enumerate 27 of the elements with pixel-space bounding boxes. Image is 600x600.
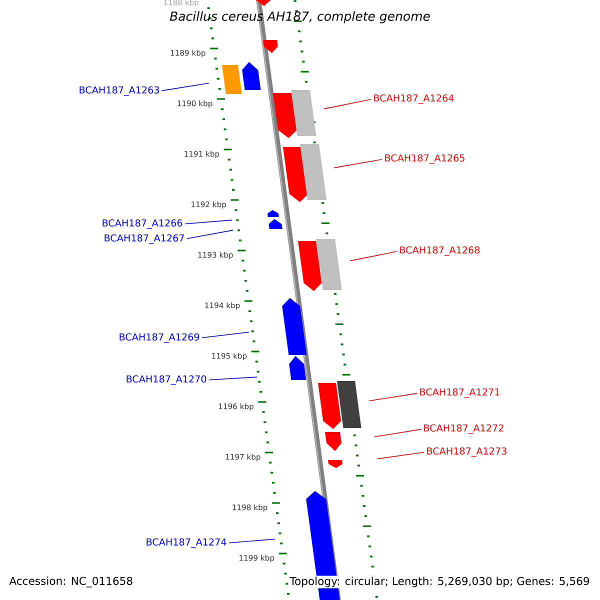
leader-line bbox=[228, 538, 276, 544]
gene-label: BCAH187_A1267 bbox=[104, 234, 184, 244]
gene-label: BCAH187_A1263 bbox=[80, 86, 160, 96]
footer-text: Accession: NC_011658 bbox=[9, 576, 132, 588]
leader-line bbox=[162, 82, 210, 92]
leader-line bbox=[186, 230, 234, 240]
gene-label: BCAH187_A1272 bbox=[424, 424, 504, 434]
gene-label: BCAH187_A1270 bbox=[126, 375, 206, 385]
leader-line bbox=[202, 332, 250, 338]
gene-label: BCAH187_A1265 bbox=[385, 154, 464, 164]
gene-label: BCAH187_A1269 bbox=[120, 333, 200, 343]
leader-line bbox=[324, 99, 372, 110]
footer-text: Topology: circular; Length: 5,269,030 bp; Genes: 5,569 bbox=[288, 576, 591, 588]
gene-label: BCAH187_A1268 bbox=[400, 246, 480, 256]
gene-label: BCAH187_A1273 bbox=[427, 447, 506, 457]
leader-line bbox=[350, 251, 398, 262]
gene-label: BCAH187_A1271 bbox=[420, 388, 500, 398]
title: Bacillus cereus AH187, complete genome bbox=[170, 11, 430, 24]
gene-label: BCAH187_A1264 bbox=[374, 94, 454, 104]
leader-line bbox=[208, 376, 258, 380]
leader-line bbox=[368, 392, 418, 402]
leader-line bbox=[334, 158, 382, 168]
gene-label: BCAH187_A1274 bbox=[146, 538, 226, 548]
leader-line bbox=[376, 452, 424, 460]
leader-line bbox=[374, 428, 422, 438]
gene-label: BCAH187_A1266 bbox=[102, 219, 182, 229]
leader-line bbox=[184, 220, 232, 224]
